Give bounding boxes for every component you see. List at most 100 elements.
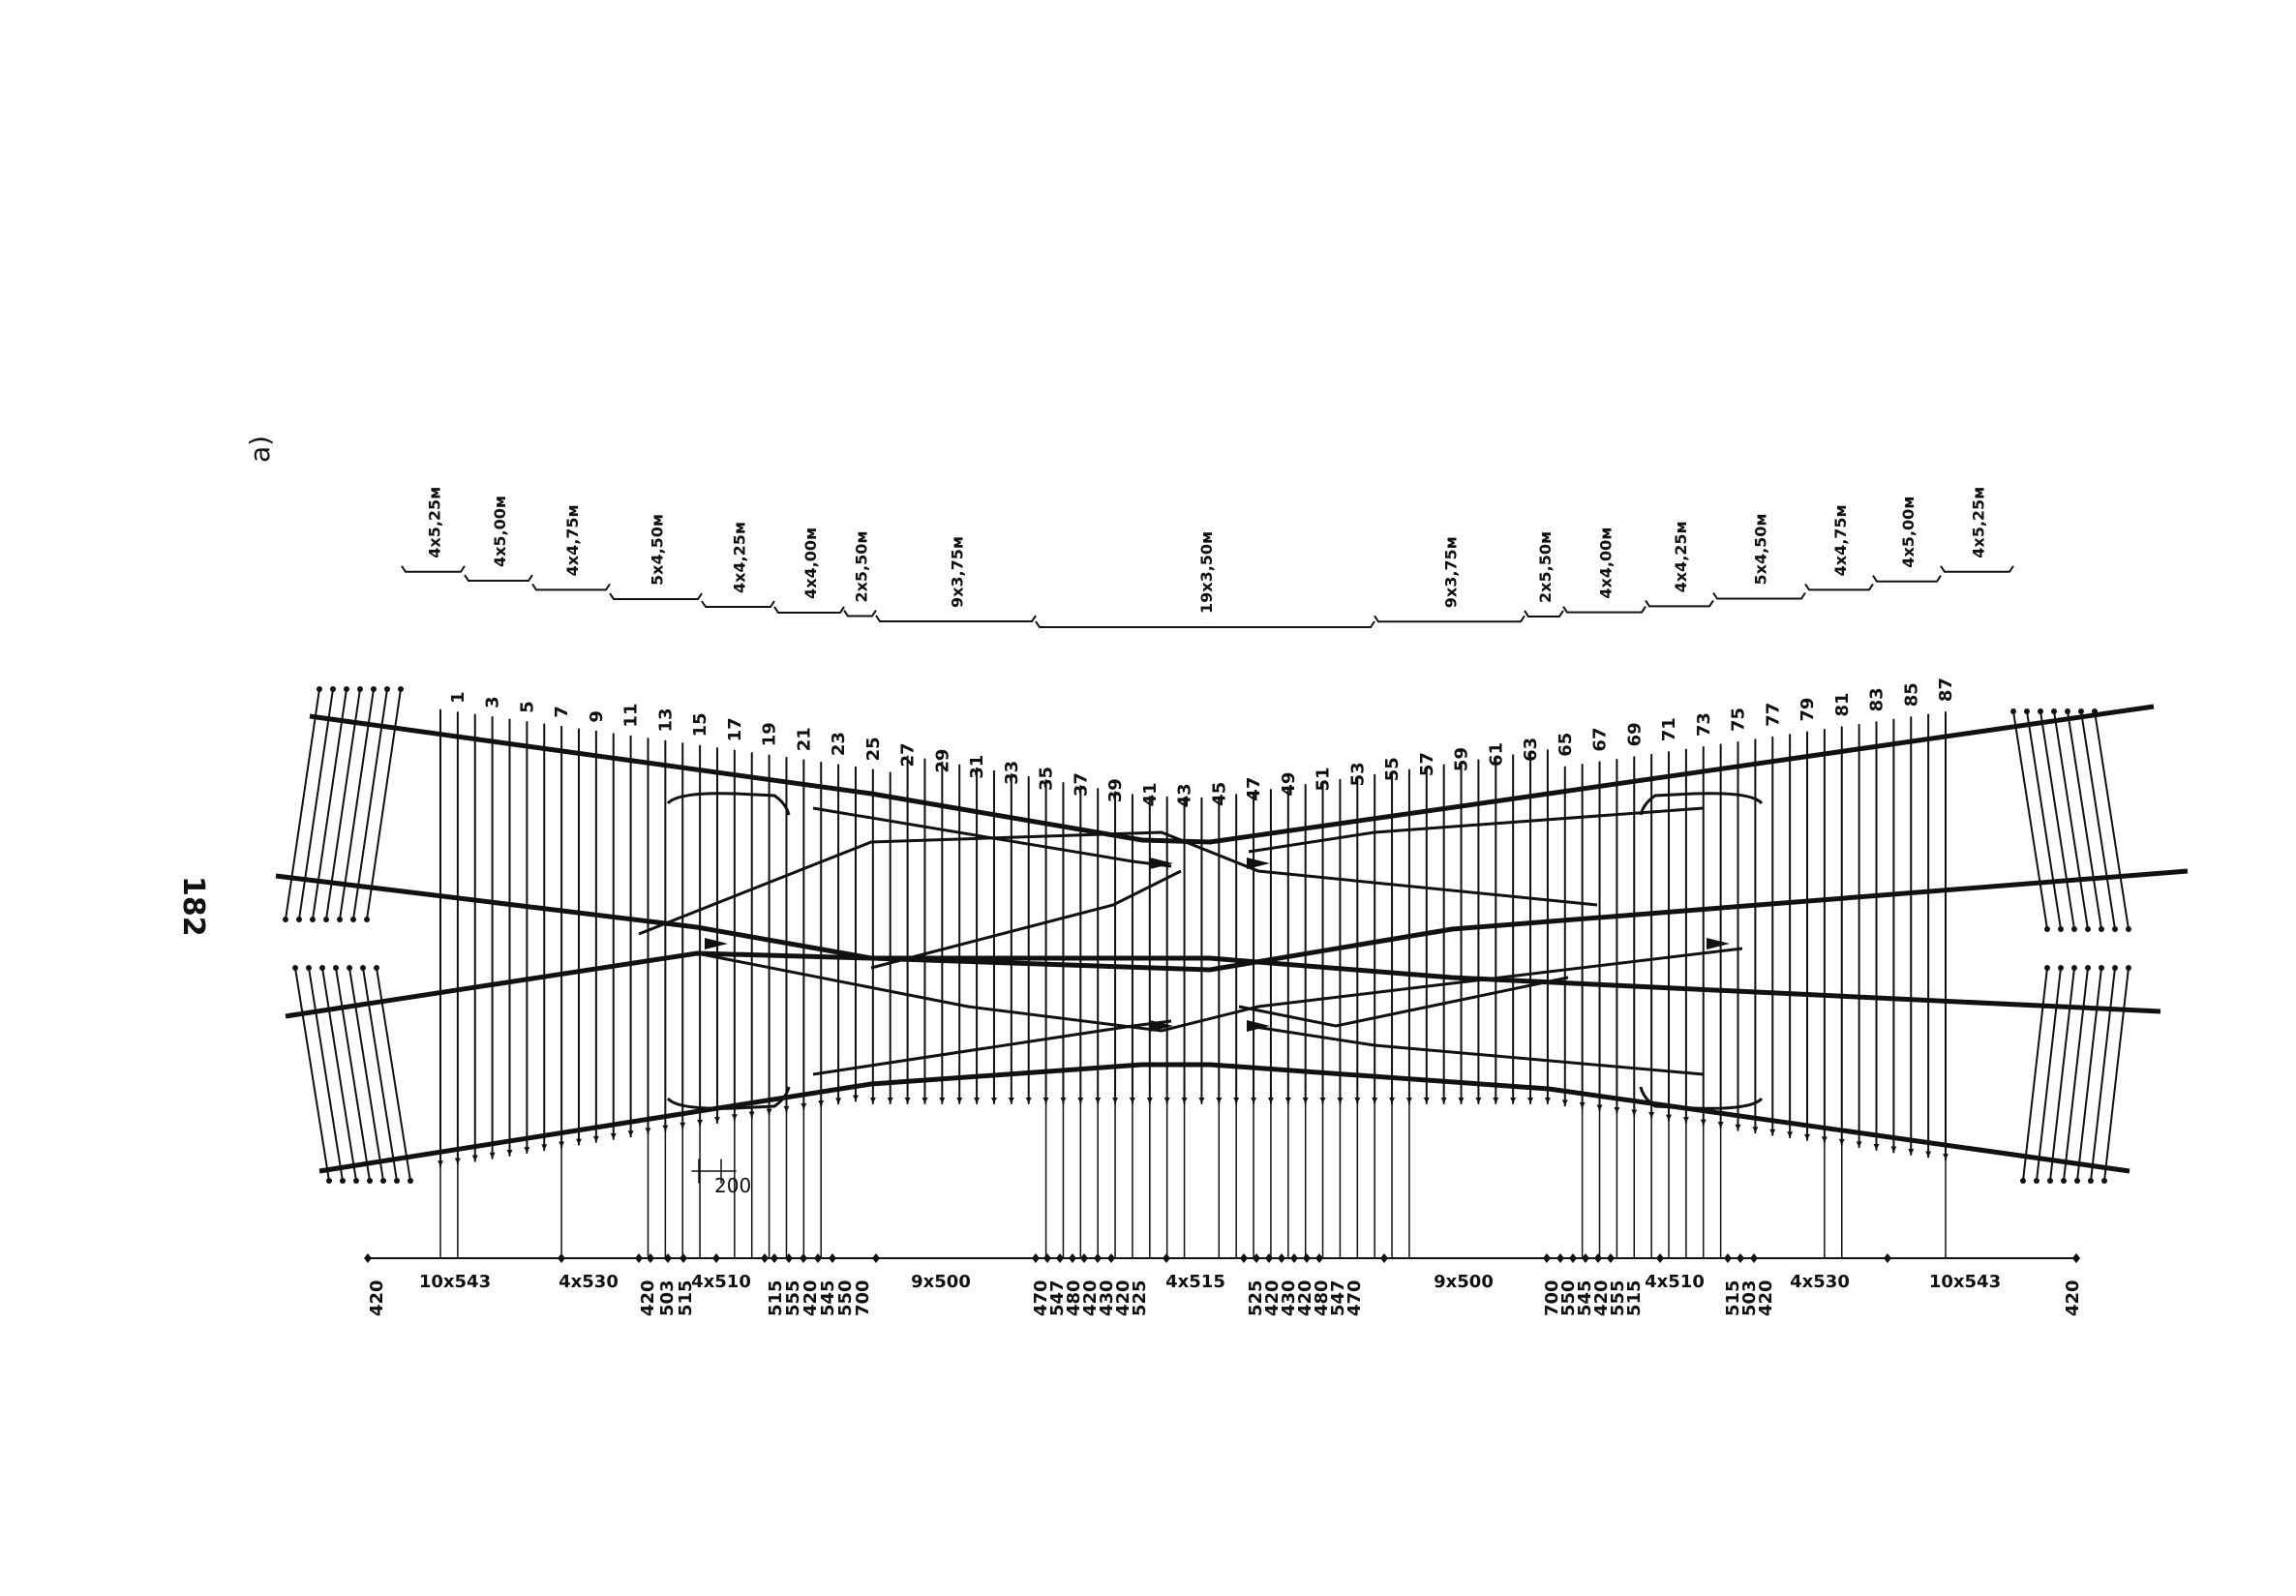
tie-end (2047, 1178, 2053, 1184)
length-group-label: 5x4,50м (649, 514, 667, 586)
sleeper-end (801, 1103, 806, 1109)
sleeper-end (853, 1096, 859, 1101)
sleeper-end (1648, 1112, 1654, 1118)
tie-end (344, 686, 349, 692)
sleeper-number-57: 57 (1417, 752, 1437, 776)
sleeper-number-41: 41 (1140, 782, 1161, 806)
sleeper-end (490, 1153, 496, 1159)
sleeper-end (1769, 1129, 1775, 1135)
dimension-tick (1278, 1253, 1285, 1263)
guard-rail-lr (1641, 1087, 1762, 1108)
end-tie-lr (2077, 968, 2101, 1181)
length-group-label: 4x5,25м (426, 487, 444, 558)
length-group-label: 4x4,00м (801, 527, 820, 599)
sleeper-end (905, 1098, 911, 1103)
frog-mark (1247, 858, 1270, 869)
tie-end (2099, 965, 2104, 971)
sleeper-number-13: 13 (655, 708, 676, 732)
dimension-tick (1315, 1253, 1323, 1263)
sleeper-end (697, 1120, 703, 1126)
dimension-tick (1594, 1253, 1602, 1263)
tie-end (337, 917, 343, 922)
spacing-label: 503 (657, 1280, 678, 1316)
tie-end (296, 917, 302, 922)
length-group-label: 4x4,00м (1597, 527, 1616, 599)
dimension-tick (829, 1253, 836, 1263)
sleeper-end (1614, 1107, 1619, 1113)
tie-end (2085, 965, 2091, 971)
sleeper-end (1631, 1110, 1637, 1116)
tie-end (2099, 926, 2104, 932)
end-tie-ul (299, 689, 333, 919)
sleeper-number-9: 9 (587, 710, 607, 723)
sleeper-number-21: 21 (794, 727, 814, 751)
dimension-tick (1032, 1253, 1040, 1263)
sleeper-end (1580, 1102, 1586, 1108)
tie-end (384, 686, 390, 692)
length-group-label: 5x4,50м (1752, 513, 1770, 585)
length-bracket (1036, 621, 1375, 627)
page-number: 182 (176, 876, 210, 937)
sleeper-end (1752, 1127, 1758, 1132)
tie-end (2044, 965, 2050, 971)
tie-end (340, 1178, 346, 1184)
length-bracket (876, 616, 1036, 621)
length-group-label: 2x5,50м (853, 531, 871, 603)
length-group-label: 2x5,50м (1536, 531, 1555, 603)
end-tie-ur (2040, 711, 2074, 929)
sleeper-number-87: 87 (1936, 678, 1956, 702)
sleeper-number-19: 19 (760, 722, 780, 746)
sleeper-end (1527, 1098, 1533, 1103)
sleeper-number-85: 85 (1901, 682, 1921, 707)
dimension-tick (1543, 1253, 1551, 1263)
length-group-label: 19x3,50м (1197, 531, 1216, 614)
dimension-tick (1094, 1253, 1102, 1263)
sleeper-end (835, 1098, 841, 1103)
sleeper-end (593, 1136, 599, 1142)
dimension-tick (635, 1253, 643, 1263)
sleeper-end (1787, 1131, 1793, 1137)
tie-end (306, 965, 312, 971)
sleeper-number-35: 35 (1037, 767, 1057, 791)
tie-end (2126, 926, 2131, 932)
length-bracket (1375, 616, 1525, 621)
tie-end (2126, 965, 2131, 971)
sleeper-end (1839, 1139, 1845, 1145)
tie-end (2044, 926, 2050, 932)
length-bracket (1805, 584, 1873, 589)
tie-end (2101, 1178, 2107, 1184)
sleeper-number-49: 49 (1279, 772, 1299, 797)
rail-upper-mid (276, 871, 2188, 970)
dimension-note-200: 200 (714, 1174, 751, 1197)
sleeper-number-1: 1 (448, 691, 468, 704)
guard-rail-ul (668, 794, 789, 815)
frog-mark (1707, 938, 1730, 949)
spacing-label: 420 (367, 1280, 387, 1316)
tie-end (2034, 1178, 2039, 1184)
crossover-low-right (1249, 1026, 1704, 1074)
spacing-group-label: 4x530 (1790, 1272, 1850, 1292)
sleeper-end (974, 1098, 980, 1103)
end-tie-ur (2095, 711, 2129, 929)
length-bracket (1873, 576, 1941, 582)
sleeper-number-69: 69 (1624, 722, 1645, 746)
sleeper-end (818, 1100, 824, 1106)
sleeper-end (455, 1158, 461, 1163)
spacing-group-label: 4x515 (1165, 1272, 1225, 1292)
sleeper-number-27: 27 (898, 742, 919, 767)
length-group-brackets: 4x5,25м4x5,00м4x4,75м5x4,50м4x4,25м4x4,0… (402, 487, 2013, 627)
sleeper-end (921, 1098, 927, 1103)
sleeper-number-15: 15 (690, 712, 710, 737)
sleeper-end (680, 1123, 685, 1129)
sleeper-end (1026, 1098, 1032, 1103)
sleeper-number-77: 77 (1763, 703, 1783, 727)
spacing-group-label: 10x543 (1929, 1272, 2001, 1292)
length-bracket (774, 607, 844, 613)
tie-end (364, 917, 370, 922)
sleeper-number-11: 11 (621, 704, 642, 728)
dimension-tick (1043, 1253, 1051, 1263)
tie-end (283, 917, 288, 922)
tie-end (2020, 1178, 2026, 1184)
sleeper-end (1597, 1104, 1603, 1110)
